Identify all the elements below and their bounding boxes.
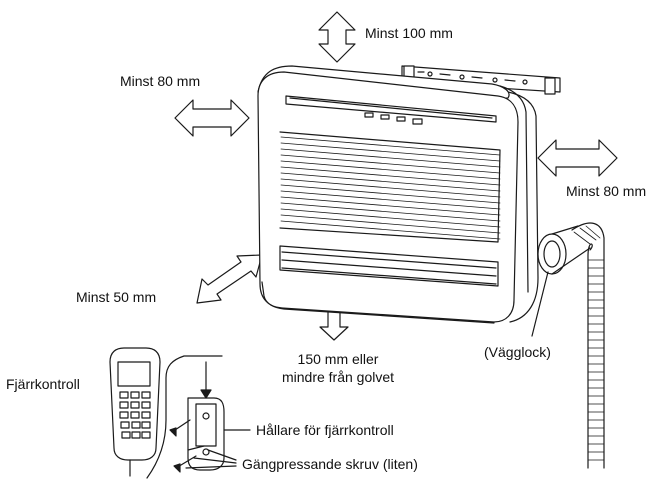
double-arrow-icon-lower-left (196, 254, 263, 304)
tapping-screw-label: Gängpressande skruv (liten) (242, 456, 418, 472)
double-arrow-icon-right (537, 139, 618, 177)
screw-icon-upper (169, 419, 191, 437)
drain-pipe (571, 222, 605, 469)
double-arrow-icon-left (174, 99, 250, 137)
wall-cap-label: (Vägglock) (484, 344, 551, 360)
left-clearance-label: Minst 80 mm (120, 73, 201, 89)
remote-control-label: Fjärrkontroll (6, 376, 80, 392)
screw-icon-holder (187, 445, 205, 451)
remote-control-icon (109, 347, 161, 461)
screw-leader-3 (185, 465, 237, 469)
mounting-bracket (401, 65, 561, 95)
wall-cap (537, 225, 591, 275)
top-clearance-label: Minst 100 mm (365, 25, 453, 41)
screw-leader-1 (207, 449, 237, 461)
lower-left-clearance-label: Minst 50 mm (76, 289, 157, 305)
remote-holder-label: Hållare för fjärrkontroll (256, 422, 394, 438)
indoor-unit (257, 65, 539, 324)
floor-clearance-line2: mindre från golvet (281, 369, 395, 385)
insert-arrow-icon (200, 361, 212, 399)
screw-leader-2 (193, 457, 237, 464)
screw-icon-lower (173, 455, 197, 473)
floor-clearance-label: 150 mm eller mindre från golvet (268, 350, 408, 386)
wall-cap-leader (531, 271, 549, 337)
double-arrow-icon-top (318, 11, 356, 63)
wall-outline (146, 355, 223, 479)
right-clearance-label: Minst 80 mm (566, 183, 647, 199)
floor-clearance-line1: 150 mm eller (297, 351, 379, 367)
